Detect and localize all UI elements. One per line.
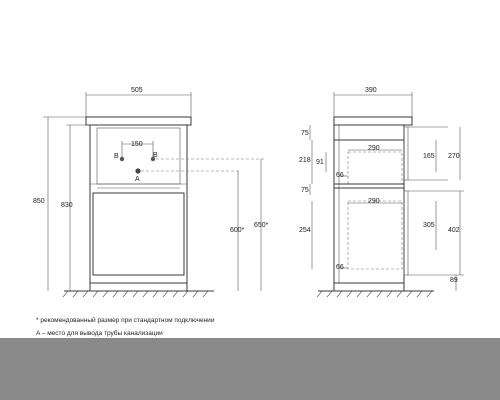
dim-height-pipe: 650* [254,222,269,229]
dim-height-drain: 600* [230,227,245,234]
dim-hole-spacing: 150 [131,141,143,148]
dim-side-66-bottom: 66 [336,264,344,271]
dim-side-165: 165 [423,153,435,160]
side-countertop [333,116,413,126]
dim-side-270: 270 [448,153,460,160]
label-a: A [135,176,140,183]
dim-side-402: 402 [448,227,460,234]
side-view: 390 75 218 91 75 254 290 66 290 66 165 2… [299,87,464,298]
label-b-left: B [114,153,119,160]
front-floor-hatch [62,290,209,298]
dim-side-218: 218 [299,157,311,164]
front-countertop [85,116,192,126]
dim-side-75-mid: 75 [301,187,309,194]
dim-side-290-bottom: 290 [368,198,380,205]
dim-side-91: 91 [316,159,324,166]
side-floor-hatch [316,290,433,298]
dim-side-66-top: 66 [336,172,344,179]
drain-outlet-point [135,168,141,174]
label-b-right: B [153,152,158,159]
footer-gray-band [0,338,500,400]
upper-front-panel [403,126,409,181]
dim-height-total: 850 [33,198,45,205]
upper-drawer-outline [347,151,403,185]
dim-depth: 390 [365,87,377,94]
note-drain-location: A – место для вывода трубы канализации [36,330,163,337]
dim-height-body: 830 [61,202,73,209]
lower-drawer-outline [347,200,403,270]
dim-width-front: 505 [131,87,143,94]
dim-side-254: 254 [299,227,311,234]
front-door [92,192,185,276]
note-recommended-size: * рекомендованный размер при стандартном… [36,317,215,324]
front-cabinet-body [89,124,188,284]
dim-side-290-top: 290 [368,145,380,152]
dim-side-75-top: 75 [301,130,309,137]
dim-side-89: 89 [450,277,458,284]
dim-side-305: 305 [423,222,435,229]
lower-front-panel [403,190,409,276]
front-view: B B A 505 150 850 830 600* 650* [33,87,269,298]
